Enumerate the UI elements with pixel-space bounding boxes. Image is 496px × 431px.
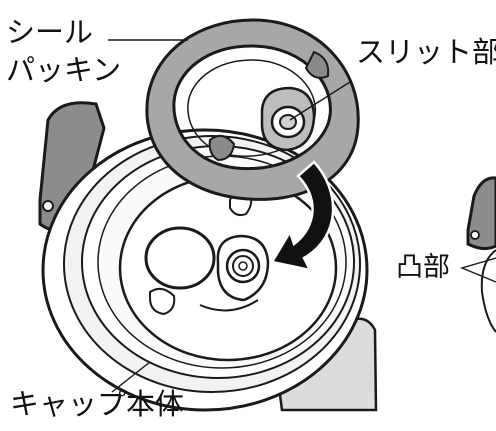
label-seal-packing-line1: シール xyxy=(6,18,93,47)
cap-body-right-edge xyxy=(482,250,496,332)
label-cap-body: キャップ本体 xyxy=(10,390,184,419)
label-seal-packing-line2: パッキン xyxy=(6,56,121,85)
cap-large-hole xyxy=(146,228,214,288)
handle-hole-left xyxy=(43,201,53,211)
label-convex-part: 凸部 xyxy=(396,254,450,281)
valve-boss-inner xyxy=(239,262,247,270)
leader-convex xyxy=(462,258,496,282)
seal-packing-ring xyxy=(147,20,358,199)
handle-hole-right xyxy=(471,231,479,239)
label-slit-part: スリット部 xyxy=(356,38,496,67)
floor-notch-bottom xyxy=(150,289,174,314)
